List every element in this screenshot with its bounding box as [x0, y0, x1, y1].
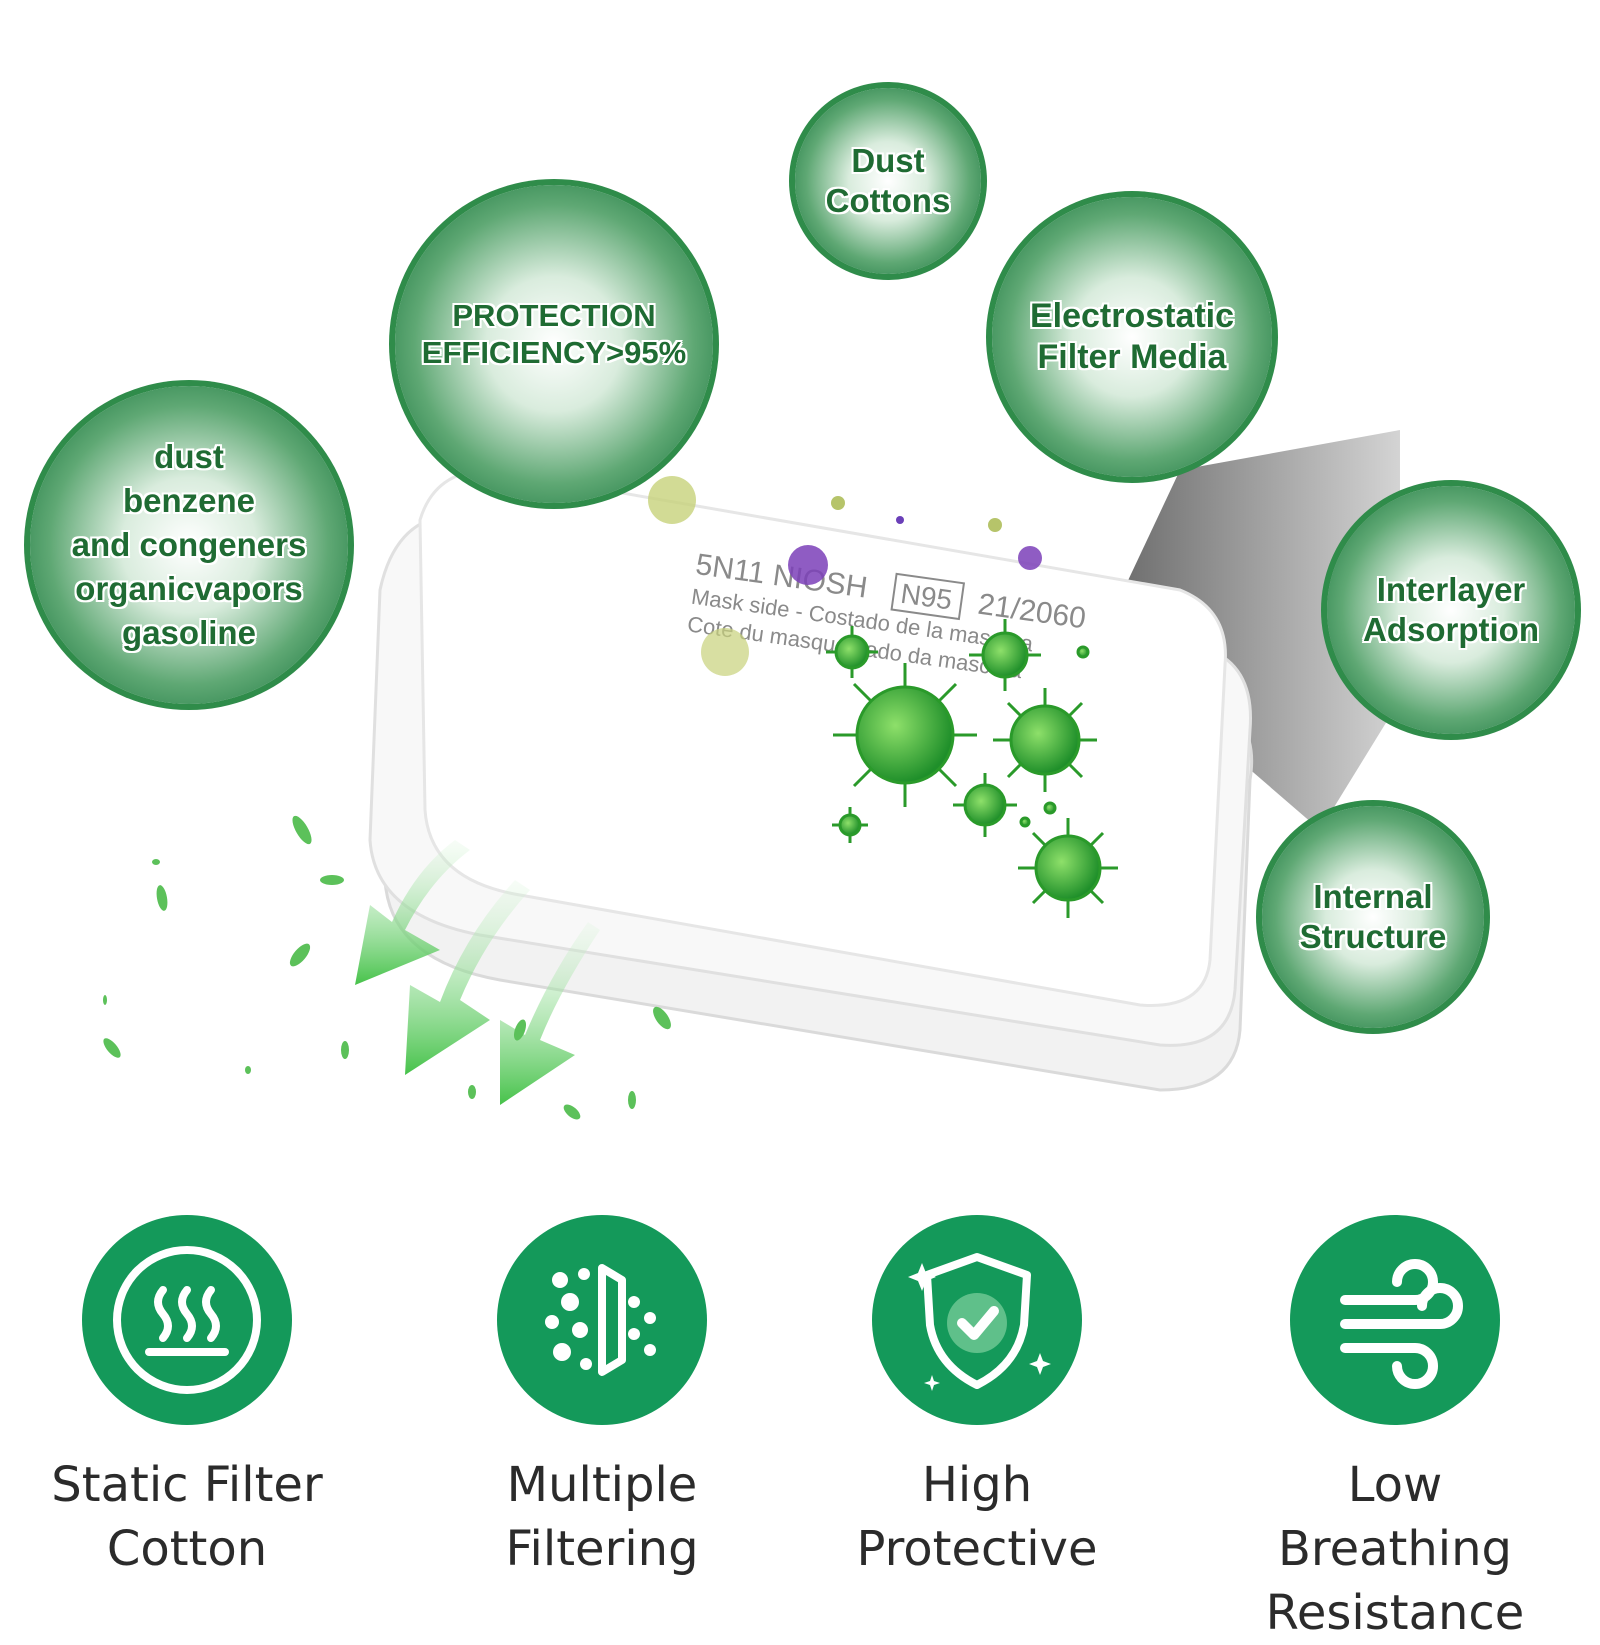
- feature-high-protective-label: High Protective: [856, 1457, 1098, 1577]
- feature-multiple-filtering-circle: [497, 1215, 707, 1425]
- bubble-dust-cottons-text: Dust Cottons: [825, 142, 951, 219]
- feature-high-protective: High Protective: [812, 1215, 1142, 1581]
- filter-particles-icon: [545, 1264, 656, 1376]
- feature-static-filter-circle: [82, 1215, 292, 1425]
- virus-cluster: [826, 619, 1118, 918]
- n95-badge-box: [890, 572, 966, 621]
- feature-low-breathing-circle: [1290, 1215, 1500, 1425]
- bubble-dust-cottons: Dust Cottons: [795, 88, 981, 274]
- leaves: [103, 815, 671, 1120]
- heat-waves-icon: [113, 1246, 261, 1394]
- feature-high-protective-circle: [872, 1215, 1082, 1425]
- bubble-electrostatic: Electrostatic Filter Media: [992, 197, 1272, 477]
- bubble-electrostatic-text: Electrostatic Filter Media: [1029, 297, 1235, 376]
- bubble-contaminants-text: dust benzene and congeners organicvapors…: [71, 438, 307, 651]
- feature-static-filter-label: Static Filter Cotton: [51, 1457, 323, 1577]
- feature-low-breathing-label: Low Breathing Resistance: [1265, 1457, 1525, 1641]
- n95-badge: N95: [899, 578, 954, 616]
- bubble-protection-efficiency: PROTECTION EFFICIENCY>95%: [395, 185, 713, 503]
- bubble-interlayer-text: Interlayer Adsorption: [1363, 571, 1539, 648]
- bubble-protection-efficiency-text: PROTECTION EFFICIENCY>95%: [421, 297, 687, 370]
- bubble-interlayer: Interlayer Adsorption: [1327, 486, 1575, 734]
- pointer-wedge: [1100, 430, 1400, 830]
- particles: [648, 476, 1042, 676]
- airflow-arrows: [355, 840, 600, 1105]
- feature-static-filter: Static Filter Cotton: [22, 1215, 352, 1581]
- feature-multiple-filtering-label: Multiple Filtering: [505, 1457, 699, 1577]
- bubble-internal: Internal Structure: [1262, 806, 1484, 1028]
- shield-check-icon: [908, 1253, 1051, 1391]
- bubble-contaminants: dust benzene and congeners organicvapors…: [30, 386, 348, 704]
- airflow-icon: [1340, 1259, 1463, 1389]
- feature-multiple-filtering: Multiple Filtering: [437, 1215, 767, 1581]
- feature-low-breathing: Low Breathing Resistance: [1230, 1215, 1560, 1645]
- bubble-internal-text: Internal Structure: [1299, 878, 1447, 955]
- product-infographic: 5N11 NIOSH N95 21/2060 Mask side - Costa…: [22, 88, 1575, 1641]
- filter-illustration: 5N11 NIOSH N95 21/2060 Mask side - Costa…: [103, 430, 1400, 1120]
